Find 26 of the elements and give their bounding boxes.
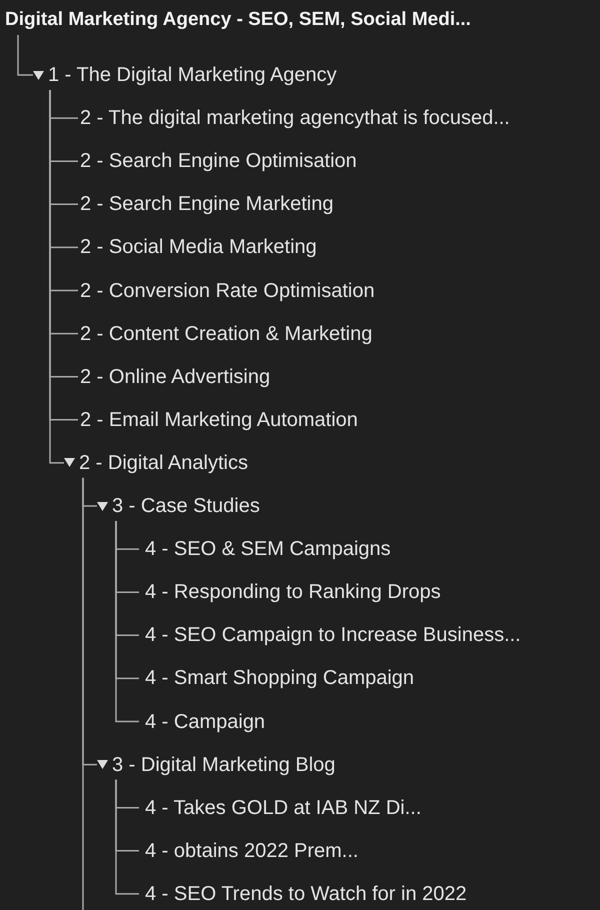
- tree-item-label: 4 - Takes GOLD at IAB NZ Di...: [145, 796, 422, 820]
- tree-item-label: 3 - Case Studies: [112, 494, 260, 518]
- tree-item-label: 4 - SEO Trends to Watch for in 2022: [145, 882, 467, 906]
- tree-item-label: 2 - Digital Analytics: [79, 450, 248, 475]
- tree-item-label: 4 - obtains 2022 Prem...: [145, 838, 358, 863]
- tree-connector: [82, 478, 84, 910]
- tree-item-label: 4 - Responding to Ranking Drops: [145, 580, 441, 604]
- tree-item-label: 2 - Conversion Rate Optimisation: [80, 278, 375, 302]
- tree-item-label: 2 - Search Engine Marketing: [80, 192, 334, 216]
- tree-item-label: 2 - Social Media Marketing: [80, 235, 317, 260]
- tree-item-label: 4 - Campaign: [145, 710, 266, 734]
- tree-item-label: 1 - The Digital Marketing Agency: [48, 63, 337, 87]
- tree-item-label: 4 - Smart Shopping Campaign: [145, 666, 414, 690]
- tree-item-label: 2 - Email Marketing Automation: [80, 408, 358, 432]
- tree-connector: [49, 90, 64, 464]
- tree-connector: [115, 780, 139, 895]
- tree-item-label: 2 - Content Creation & Marketing: [80, 322, 372, 346]
- tree-item-label: 3 - Digital Marketing Blog: [112, 752, 336, 777]
- tree-connector: [115, 521, 139, 722]
- tree-item-label: 4 - SEO Campaign to Increase Business...: [145, 623, 521, 648]
- tree-item-label: 2 - Online Advertising: [80, 364, 270, 389]
- tree-connector: [17, 35, 33, 76]
- tree-item-label: 4 - SEO & SEM Campaigns: [145, 537, 391, 562]
- tree-item-label: 2 - Search Engine Optimisation: [80, 149, 357, 174]
- tree-item-label: 2 - The digital marketing agencythat is focused...: [80, 106, 510, 130]
- tree-root-heading: Digital Marketing Agency - SEO, SEM, Social Medi...: [5, 8, 471, 32]
